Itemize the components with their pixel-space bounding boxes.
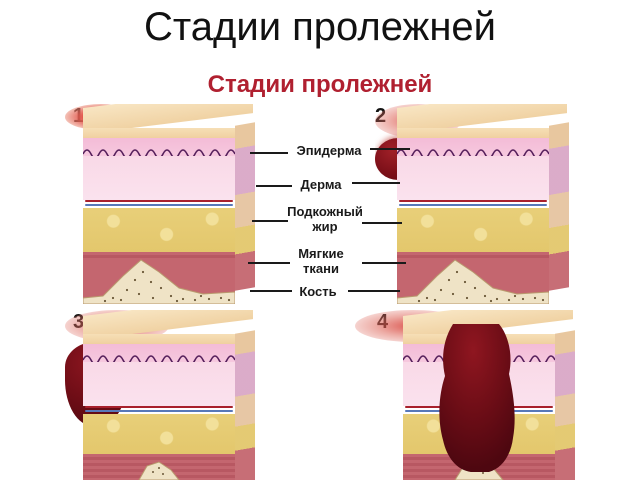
stage-3-illustration: 3 (65, 310, 265, 480)
leader-soft-tissue-right (362, 262, 406, 264)
label-plate-bone (292, 282, 344, 302)
blood-vessel-vein (85, 204, 233, 206)
layer-epidermis (83, 334, 235, 344)
layer-fat (83, 414, 235, 454)
stage-4-illustration: 4 (355, 310, 585, 480)
blood-vessel-artery (399, 200, 547, 202)
label-epidermis: Эпидерма (296, 143, 362, 158)
leader-bone-right (348, 290, 400, 292)
label-plate-epidermis (288, 140, 370, 160)
leader-soft-tissue-left (248, 262, 290, 264)
blood-vessel-artery (85, 200, 233, 202)
label-plate-dermis (292, 174, 350, 194)
label-soft-tissue: Мягкие ткани (298, 246, 344, 276)
bone-icon (83, 259, 235, 304)
leader-epidermis-left (250, 152, 292, 154)
layer-dermis-lower (397, 156, 549, 200)
dermo-epidermal-junction-icon (403, 355, 555, 364)
layer-fat (83, 208, 235, 252)
label-plate-fat (288, 202, 362, 236)
diagram-subtitle: Стадии пролежней (207, 71, 433, 98)
label-dermis: Дерма (300, 177, 342, 192)
dermo-epidermal-junction-icon (83, 149, 235, 158)
layer-epidermis (83, 128, 235, 138)
leader-epidermis-right (368, 148, 410, 150)
dermo-epidermal-junction-icon (397, 149, 549, 158)
bone-icon (397, 259, 549, 304)
leader-fat-right (358, 222, 402, 224)
label-bone: Кость (299, 284, 337, 299)
label-subcutaneous-fat: Подкожный жир (287, 204, 363, 234)
bone-icon (138, 461, 180, 480)
stage-1-illustration: 1 (65, 104, 265, 304)
dermo-epidermal-junction-icon (83, 355, 235, 364)
page-title: Стадии пролежней (144, 5, 496, 49)
blood-vessel-artery (85, 406, 233, 408)
leader-fat-left (252, 220, 290, 222)
leader-dermis-right (352, 182, 400, 184)
skin-side-face (235, 122, 255, 291)
layer-fat (397, 208, 549, 252)
label-plate-soft-tissue (290, 244, 352, 278)
blood-vessel-vein (399, 204, 547, 206)
layer-dermis-lower (83, 362, 235, 406)
layer-dermis-lower (83, 156, 235, 200)
skin-side-face (235, 330, 255, 480)
stage-4-ulcer (439, 324, 515, 472)
leader-bone-left (250, 290, 292, 292)
skin-side-face (549, 122, 569, 291)
leader-dermis-left (256, 185, 292, 187)
stage-2-illustration: 2 (375, 104, 585, 304)
skin-side-face (555, 330, 575, 480)
blood-vessel-vein (85, 410, 233, 412)
layer-epidermis (397, 128, 549, 138)
